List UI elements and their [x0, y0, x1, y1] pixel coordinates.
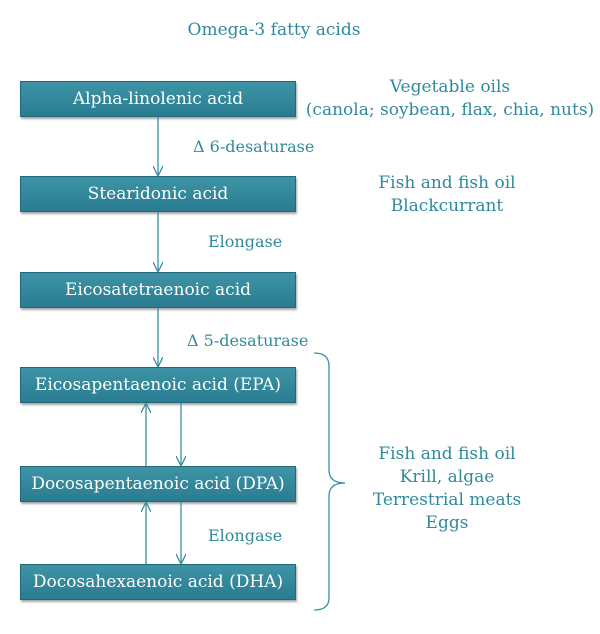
sources-group-2: Fish and fish oil Blackcurrant: [352, 172, 542, 218]
box-dpa: Docosapentaenoic acid (DPA): [20, 466, 296, 502]
enzyme-elongase-2: Elongase: [208, 526, 283, 545]
box-stearidonic-acid: Stearidonic acid: [20, 176, 296, 212]
source-line: Blackcurrant: [390, 196, 504, 216]
sources-group-1: Vegetable oils (canola; soybean, flax, c…: [302, 76, 598, 122]
box-epa: Eicosapentaenoic acid (EPA): [20, 367, 296, 403]
source-line: Vegetable oils: [389, 77, 511, 97]
sources-group-3: Fish and fish oil Krill, algae Terrestri…: [352, 443, 542, 535]
sources-bracket: [313, 352, 346, 611]
source-line: Fish and fish oil: [378, 173, 516, 193]
source-line: Eggs: [425, 513, 469, 533]
source-line: Krill, algae: [399, 467, 495, 487]
source-line: Terrestrial meats: [372, 490, 522, 510]
source-line: (canola; soybean, flax, chia, nuts): [305, 100, 595, 120]
box-eicosatetraenoic-acid: Eicosatetraenoic acid: [20, 272, 296, 308]
source-line: Fish and fish oil: [378, 444, 516, 464]
diagram-title: Omega-3 fatty acids: [187, 20, 361, 40]
box-alpha-linolenic-acid: Alpha-linolenic acid: [20, 81, 296, 117]
enzyme-elongase-1: Elongase: [208, 232, 283, 251]
enzyme-delta5-desaturase: Δ 5-desaturase: [187, 331, 309, 350]
enzyme-delta6-desaturase: Δ 6-desaturase: [193, 137, 315, 156]
box-dha: Docosahexaenoic acid (DHA): [20, 564, 296, 600]
